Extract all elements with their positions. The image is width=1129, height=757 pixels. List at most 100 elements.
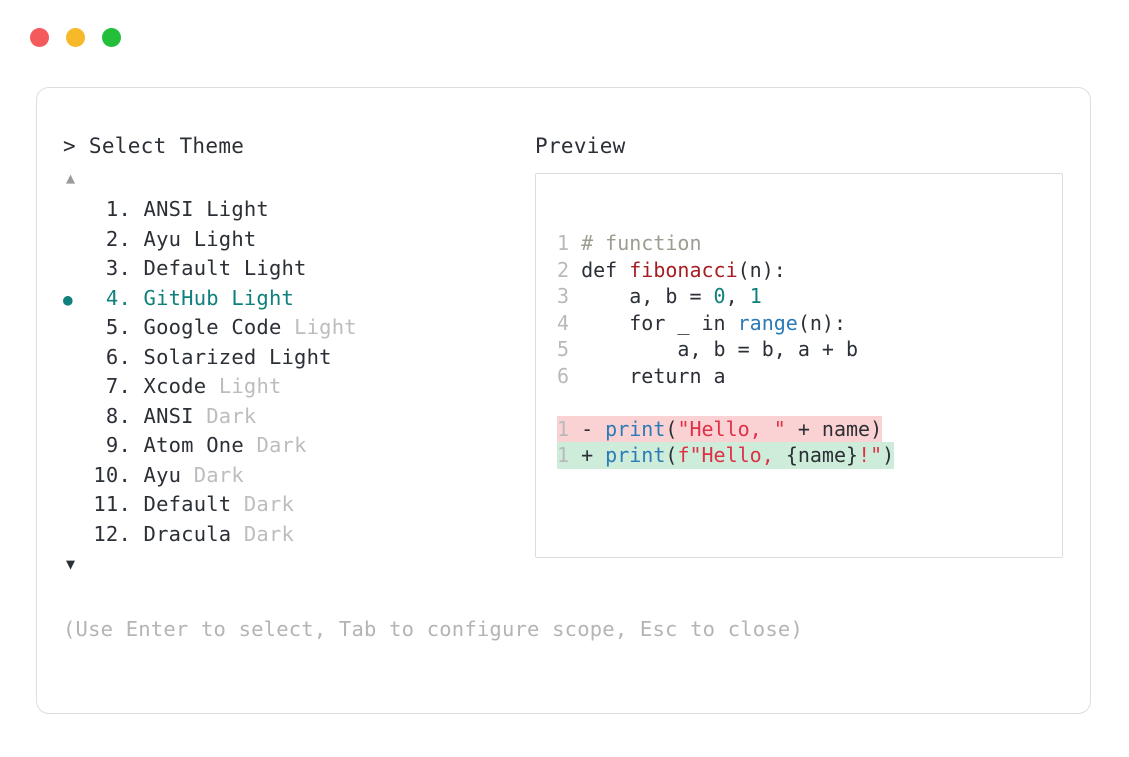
code-token: print	[605, 416, 666, 441]
code-token: for _ in	[569, 310, 738, 335]
theme-selection-panel: > Select Theme ▲ ●1. ANSI Light●2. Ayu L…	[63, 132, 503, 575]
spacer	[131, 225, 144, 255]
code-line: 1 # function	[557, 230, 702, 257]
theme-item-number: 9.	[105, 433, 131, 457]
close-window-button[interactable]	[30, 28, 49, 47]
theme-list-item[interactable]: ●10. Ayu Dark	[63, 461, 503, 491]
spacer	[131, 372, 144, 402]
theme-item-number: 4.	[105, 285, 131, 310]
code-token: fibonacci	[629, 257, 738, 282]
theme-item-variant: Light	[193, 226, 257, 251]
spacer	[131, 520, 144, 550]
theme-item-name: GitHub	[143, 285, 232, 310]
bullet-placeholder: ●	[63, 314, 89, 344]
diff-marker: -	[569, 416, 606, 441]
bullet-placeholder: ●	[63, 344, 89, 374]
scroll-down-arrow-icon[interactable]: ▼	[66, 555, 76, 573]
theme-item-name: Xcode	[143, 374, 219, 398]
theme-item-variant: Light	[268, 344, 332, 369]
theme-list-item[interactable]: ●8. ANSI Dark	[63, 402, 503, 432]
theme-item-variant: Light	[231, 285, 295, 310]
line-number: 6	[557, 363, 570, 388]
theme-list-item[interactable]: ● 3. Default Light	[63, 254, 503, 284]
spacer	[131, 461, 144, 491]
spacer	[131, 402, 144, 432]
preview-heading: Preview	[535, 134, 626, 158]
bullet-placeholder: ●	[63, 521, 89, 551]
theme-item-name: Ayu	[143, 226, 194, 251]
theme-item-name: Atom One	[143, 433, 257, 457]
theme-item-name: Ayu	[143, 462, 194, 487]
theme-list-item[interactable]: ●7. Xcode Light	[63, 372, 503, 402]
code-token: def	[569, 257, 630, 282]
spacer	[131, 254, 144, 284]
diff-marker: +	[569, 443, 606, 467]
code-token: (	[665, 443, 678, 467]
theme-item-variant: Light	[243, 256, 307, 280]
theme-item-name: Solarized	[143, 344, 269, 369]
code-token: a, b = b, a + b	[569, 337, 859, 361]
theme-item-number: 11.	[93, 492, 131, 516]
code-token: return a	[569, 363, 726, 388]
line-number: 2	[557, 257, 570, 282]
code-token: ,	[725, 284, 750, 308]
bullet-placeholder: ●	[63, 403, 89, 433]
code-token: )	[882, 443, 895, 467]
code-token: (n):	[797, 310, 847, 335]
keyboard-hint-text: (Use Enter to select, Tab to configure s…	[63, 617, 803, 641]
theme-item-variant: Light	[218, 374, 282, 398]
theme-list-item[interactable]: ●6. Solarized Light	[63, 343, 503, 373]
code-line: 4 for _ in range(n):	[557, 310, 846, 337]
code-token: range	[737, 310, 798, 335]
theme-list-item[interactable]: ●12. Dracula Dark	[63, 520, 503, 550]
bullet-placeholder: ●	[63, 255, 89, 285]
code-token: (n):	[737, 257, 786, 282]
spacer	[131, 490, 144, 520]
code-token: + name)	[785, 416, 883, 441]
theme-list-item[interactable]: ●2. Ayu Light	[63, 225, 503, 255]
theme-list-item[interactable]: ●11. Default Dark	[63, 490, 503, 520]
scroll-up-arrow-icon[interactable]: ▲	[66, 169, 76, 187]
theme-item-name: ANSI	[143, 403, 207, 428]
theme-list-item[interactable]: ●9. Atom One Dark	[63, 431, 503, 461]
theme-item-variant: Dark	[193, 462, 244, 487]
code-line: 2 def fibonacci(n):	[557, 257, 786, 284]
line-number: 4	[557, 310, 570, 335]
spacer	[131, 284, 144, 314]
code-token: # function	[569, 231, 702, 255]
theme-item-number: 3.	[105, 256, 131, 280]
theme-item-variant: Light	[294, 315, 357, 339]
code-line: 5 a, b = b, a + b	[557, 336, 858, 363]
theme-item-name: Default	[143, 256, 244, 280]
theme-item-number: 5.	[105, 315, 131, 339]
theme-picker-card: > Select Theme ▲ ●1. ANSI Light●2. Ayu L…	[36, 87, 1091, 714]
maximize-window-button[interactable]	[102, 28, 121, 47]
theme-list-item[interactable]: ● 5. Google Code Light	[63, 313, 503, 343]
theme-item-name: Google Code	[143, 315, 295, 339]
code-token: !"	[858, 443, 883, 467]
theme-item-number: 12.	[93, 521, 131, 546]
theme-item-number: 10.	[93, 462, 131, 487]
line-number: 3	[557, 284, 570, 308]
theme-item-number: 8.	[105, 403, 131, 428]
theme-item-name: Default	[143, 492, 244, 516]
code-line: 6 return a	[557, 363, 726, 390]
diff-line-wrapper: 1 + print(f"Hello, {name}!")	[557, 442, 895, 469]
theme-item-name: ANSI	[143, 197, 207, 221]
theme-list-item[interactable]: ● 4. GitHub Light	[63, 284, 503, 314]
line-number: 1	[557, 231, 570, 255]
bullet-placeholder: ●	[63, 432, 89, 462]
minimize-window-button[interactable]	[66, 28, 85, 47]
theme-list-item[interactable]: ●1. ANSI Light	[63, 195, 503, 225]
code-token: print	[605, 443, 666, 467]
spacer	[131, 195, 144, 225]
theme-item-name: Dracula	[143, 521, 244, 546]
code-token: 0	[713, 284, 726, 308]
diff-line-wrapper: 1 - print("Hello, " + name)	[557, 415, 894, 442]
code-blank-line	[557, 389, 894, 416]
selected-bullet-icon: ●	[63, 289, 73, 309]
code-token: 1	[749, 284, 762, 308]
theme-item-number: 2.	[105, 226, 131, 251]
